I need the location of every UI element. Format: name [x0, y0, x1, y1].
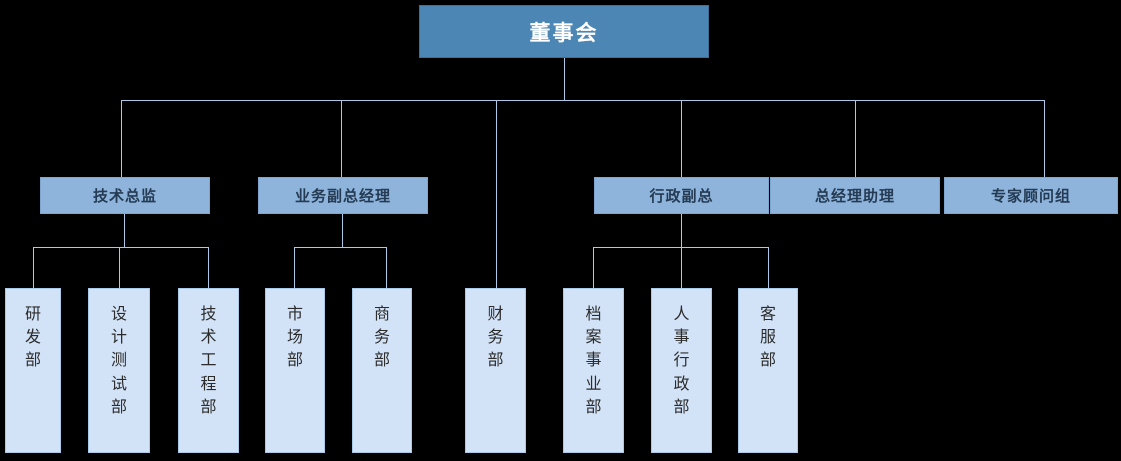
- node-rd-dept-label: 研发部: [24, 306, 41, 370]
- node-design-test-dept-label: 设计测试部: [110, 306, 127, 416]
- node-business-dept[interactable]: 商务部: [352, 288, 412, 453]
- node-hr-admin-dept-label: 人事行政部: [673, 306, 690, 416]
- node-business-vp[interactable]: 业务副总经理: [258, 177, 428, 214]
- connector-stem-business-vp: [342, 213, 343, 247]
- connector-drop-customer-svc-dept: [768, 247, 769, 288]
- node-board[interactable]: 董事会: [419, 5, 709, 58]
- connector-bus-admin-vp: [593, 247, 768, 248]
- connector-drop-marketing-dept: [294, 247, 295, 288]
- node-admin-vp[interactable]: 行政副总: [594, 177, 769, 214]
- connector-drop-business-dept: [386, 247, 387, 288]
- connector-drop-hr-admin-dept: [681, 247, 682, 288]
- connector-drop-rd-dept: [33, 247, 34, 288]
- connector-drop-tech-eng-dept: [208, 247, 209, 288]
- node-tech-eng-dept-label: 技术工程部: [200, 306, 217, 416]
- connector-bus-tech-director: [33, 247, 209, 248]
- node-finance-dept-label: 财务部: [487, 306, 504, 370]
- connector-board-stem: [564, 58, 565, 100]
- node-customer-svc-dept-label: 客服部: [759, 306, 776, 370]
- node-marketing-dept-label: 市场部: [286, 306, 303, 370]
- connector-drop-tech-director: [121, 100, 122, 177]
- node-tech-eng-dept[interactable]: 技术工程部: [178, 288, 239, 453]
- node-gm-assistant[interactable]: 总经理助理: [770, 177, 940, 214]
- connector-bus-business-vp: [294, 247, 386, 248]
- node-design-test-dept[interactable]: 设计测试部: [88, 288, 150, 453]
- node-marketing-dept[interactable]: 市场部: [265, 288, 325, 453]
- connector-drop-finance-dept: [496, 100, 497, 288]
- connector-stem-tech-director: [124, 213, 125, 247]
- node-customer-svc-dept[interactable]: 客服部: [738, 288, 798, 453]
- node-rd-dept[interactable]: 研发部: [5, 288, 61, 453]
- node-finance-dept[interactable]: 财务部: [465, 288, 526, 453]
- connector-main-bus: [121, 100, 1045, 101]
- connector-stem-admin-vp: [681, 213, 682, 247]
- connector-drop-expert-advisory: [1044, 100, 1045, 177]
- node-hr-admin-dept[interactable]: 人事行政部: [651, 288, 712, 453]
- node-business-dept-label: 商务部: [373, 306, 390, 370]
- node-tech-director[interactable]: 技术总监: [40, 177, 210, 214]
- connector-drop-gm-assistant: [855, 100, 856, 177]
- node-archive-div[interactable]: 档案事业部: [563, 288, 624, 453]
- connector-drop-business-vp: [341, 100, 342, 177]
- connector-drop-design-test-dept: [119, 247, 120, 288]
- node-archive-div-label: 档案事业部: [585, 306, 602, 416]
- node-expert-advisory[interactable]: 专家顾问组: [944, 177, 1118, 214]
- connector-drop-admin-vp: [681, 100, 682, 177]
- connector-drop-archive-div: [593, 247, 594, 288]
